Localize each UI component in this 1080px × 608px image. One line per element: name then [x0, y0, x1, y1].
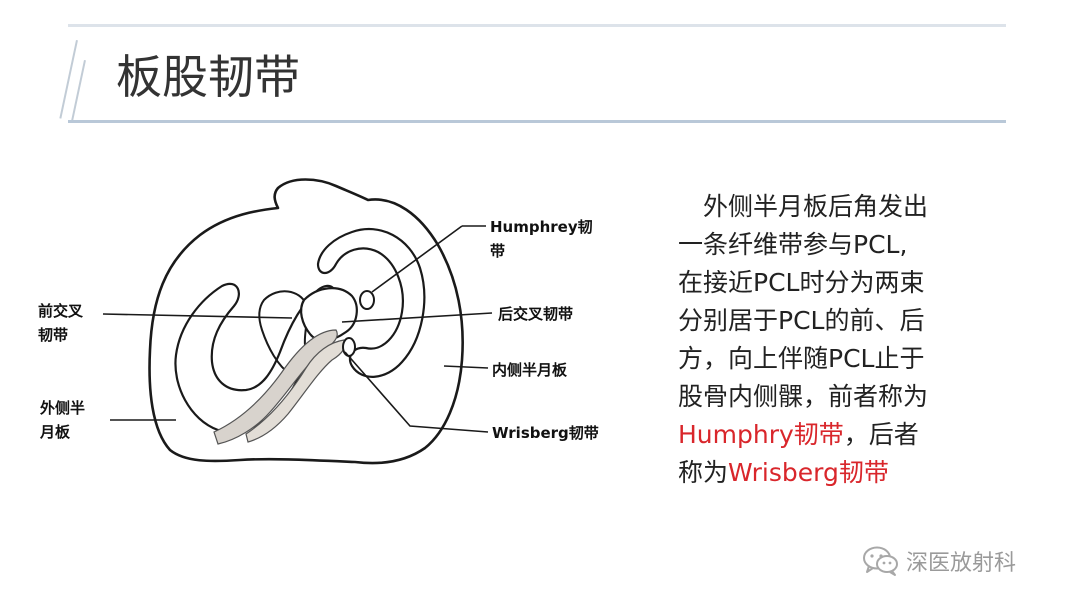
watermark-text: 深医放射科 [906, 551, 1017, 576]
description-line: 外侧半月板后角发出 [703, 192, 929, 221]
lateral-meniscus-outline [174, 282, 337, 433]
description-line: 股骨内侧髁，前者称为 [678, 382, 929, 411]
watermark: 深医放射科 [862, 543, 1016, 579]
leader-line-wrisberg [344, 351, 489, 433]
slide-title: 板股韧带 [116, 50, 300, 104]
label-humphrey: 带 [490, 242, 505, 260]
description-line: 在接近PCL时分为两束 [678, 268, 925, 297]
label-lateral-meniscus: 外侧半 [39, 399, 85, 417]
tibial-plateau-outline [148, 178, 464, 465]
wrisberg-ligament-insertion [342, 337, 356, 357]
header-top-rule [68, 24, 1006, 27]
posterior-cruciate-ligament [300, 287, 358, 342]
description-line: Humphry韧带，后者 [678, 420, 919, 449]
label-humphrey: Humphrey韧 [490, 218, 593, 236]
highlight-humphry-ligament: Humphry韧带 [678, 420, 844, 449]
description-line: 方，向上伴随PCL止于 [678, 344, 925, 373]
label-acl: 韧带 [38, 326, 68, 344]
description-line: 分别居于PCL的前、后 [678, 306, 925, 335]
label-acl: 前交叉 [38, 302, 84, 320]
leader-line-humphrey [371, 225, 463, 293]
leader-line-acl [102, 313, 293, 319]
label-lateral-meniscus: 月板 [39, 423, 71, 441]
humphrey-ligament-insertion [359, 290, 375, 310]
description-line: 一条纤维带参与PCL, [678, 230, 908, 259]
leader-line-medial-meniscus [443, 365, 489, 369]
label-wrisberg: Wrisberg韧带 [492, 424, 599, 442]
label-medial-meniscus: 内侧半月板 [492, 361, 568, 379]
meniscofemoral-band [213, 329, 338, 445]
leader-line-pcl [341, 312, 493, 323]
highlight-wrisberg-ligament: Wrisberg韧带 [728, 458, 889, 487]
wechat-icon [863, 546, 898, 576]
medial-meniscus-outline [316, 227, 426, 378]
description-text: 外侧半月板后角发出 一条纤维带参与PCL, 在接近PCL时分为两束 分别居于PC… [678, 188, 1008, 492]
header-bottom-rule [68, 120, 1006, 123]
label-pcl: 后交叉韧带 [498, 305, 573, 323]
description-line: 称为Wrisberg韧带 [678, 458, 889, 487]
